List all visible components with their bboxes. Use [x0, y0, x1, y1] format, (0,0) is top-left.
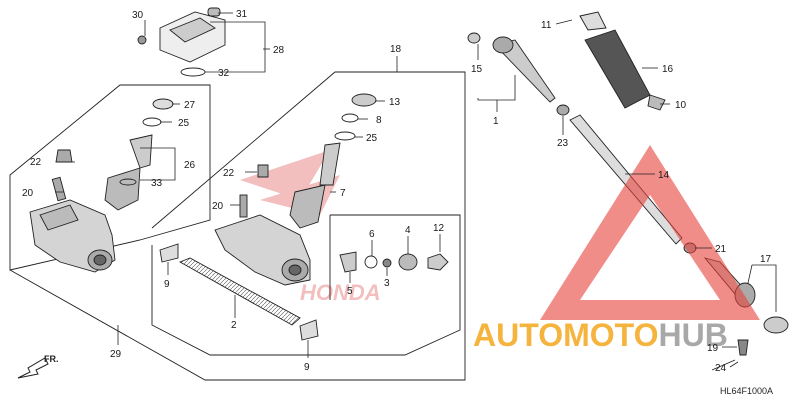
watermark-triangle: [540, 145, 760, 320]
callout-10: 10: [675, 100, 687, 111]
callout-11: 11: [541, 20, 552, 31]
adjuster-parts: [339, 251, 449, 273]
callout-12: 12: [433, 223, 445, 234]
callout-14: 14: [658, 170, 670, 181]
steering-rack: [159, 243, 319, 341]
callout-8: 8: [376, 115, 382, 126]
assembly-frame-29-outer: [9, 71, 466, 381]
left-gearbox-housing: [29, 199, 116, 273]
callout-1: 1: [493, 116, 499, 127]
callout-4: 4: [405, 225, 411, 236]
callout-9-left: 9: [164, 279, 170, 290]
callout-5: 5: [347, 286, 353, 297]
callout-2: 2: [231, 320, 237, 331]
callout-20-mid: 20: [212, 201, 224, 212]
honda-mark-text: HONDA: [300, 280, 381, 305]
callout-30: 30: [132, 10, 144, 21]
watermark-text: AUTOMOTOHUB: [473, 317, 728, 353]
callout-18: 18: [390, 44, 402, 55]
leader-lines: [55, 12, 777, 368]
callout-26: 26: [184, 160, 196, 171]
callout-22-left: 22: [30, 157, 42, 168]
callout-28: 28: [273, 45, 285, 56]
callout-22-mid: 22: [223, 168, 235, 179]
middle-pinion-parts: [239, 93, 377, 229]
automotohub-watermark: AUTOMOTOHUB: [473, 145, 760, 353]
callout-16: 16: [662, 64, 674, 75]
front-arrow-icon: [17, 357, 49, 379]
middle-gearbox-housing: [214, 214, 311, 286]
callout-24: 24: [715, 363, 727, 374]
callout-33: 33: [151, 178, 163, 189]
callout-23: 23: [557, 138, 569, 149]
cotter-pin: [711, 359, 736, 371]
front-direction-indicator: FR.: [17, 354, 59, 379]
callout-25-left: 25: [178, 118, 190, 129]
callout-6: 6: [369, 229, 375, 240]
assembly-frame-18: [151, 214, 461, 356]
callout-labels: 30 31 28 32 27 25 22 26 33 20 18 13 8 25…: [22, 9, 772, 374]
callout-27: 27: [184, 100, 196, 111]
callout-31: 31: [236, 9, 248, 20]
watermark-text-main: AUTOMOTO: [473, 317, 658, 353]
callout-17: 17: [760, 254, 772, 265]
upper-housing-cover: [137, 7, 226, 77]
callout-21: 21: [715, 244, 727, 255]
left-pinion-parts: [51, 98, 174, 211]
callout-29: 29: [110, 349, 122, 360]
callout-3: 3: [384, 278, 390, 289]
watermark-text-hub: HUB: [658, 317, 727, 353]
front-label: FR.: [44, 354, 59, 364]
callout-7: 7: [340, 188, 346, 199]
callout-32: 32: [218, 68, 230, 79]
callout-25-mid: 25: [366, 133, 378, 144]
diagram-code: HL64F1000A: [720, 386, 773, 396]
callout-13: 13: [389, 97, 401, 108]
callout-19: 19: [707, 343, 719, 354]
callout-20-left: 20: [22, 188, 34, 199]
callout-9-right: 9: [304, 362, 310, 373]
callout-15: 15: [471, 64, 483, 75]
